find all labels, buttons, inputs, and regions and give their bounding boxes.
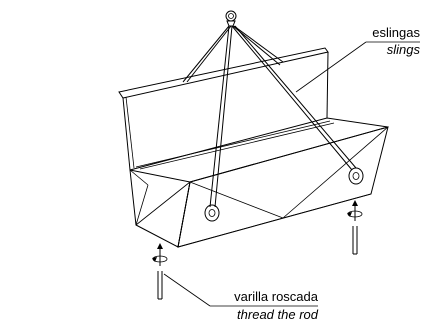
slings-label-es: eslingas (372, 25, 420, 40)
bench-body (118, 47, 389, 248)
slings (182, 10, 357, 208)
slings-label-en: slings (387, 42, 421, 57)
threaded-rod-right (347, 200, 363, 255)
rod-label-en: thread the rod (237, 307, 319, 322)
threaded-rod-left (152, 243, 168, 300)
rod-label-es: varilla roscada (234, 289, 319, 304)
lifting-eye-right (348, 167, 364, 185)
rod-leader (163, 273, 318, 307)
lifting-eye-left (204, 204, 220, 222)
slings-leader (295, 41, 420, 93)
